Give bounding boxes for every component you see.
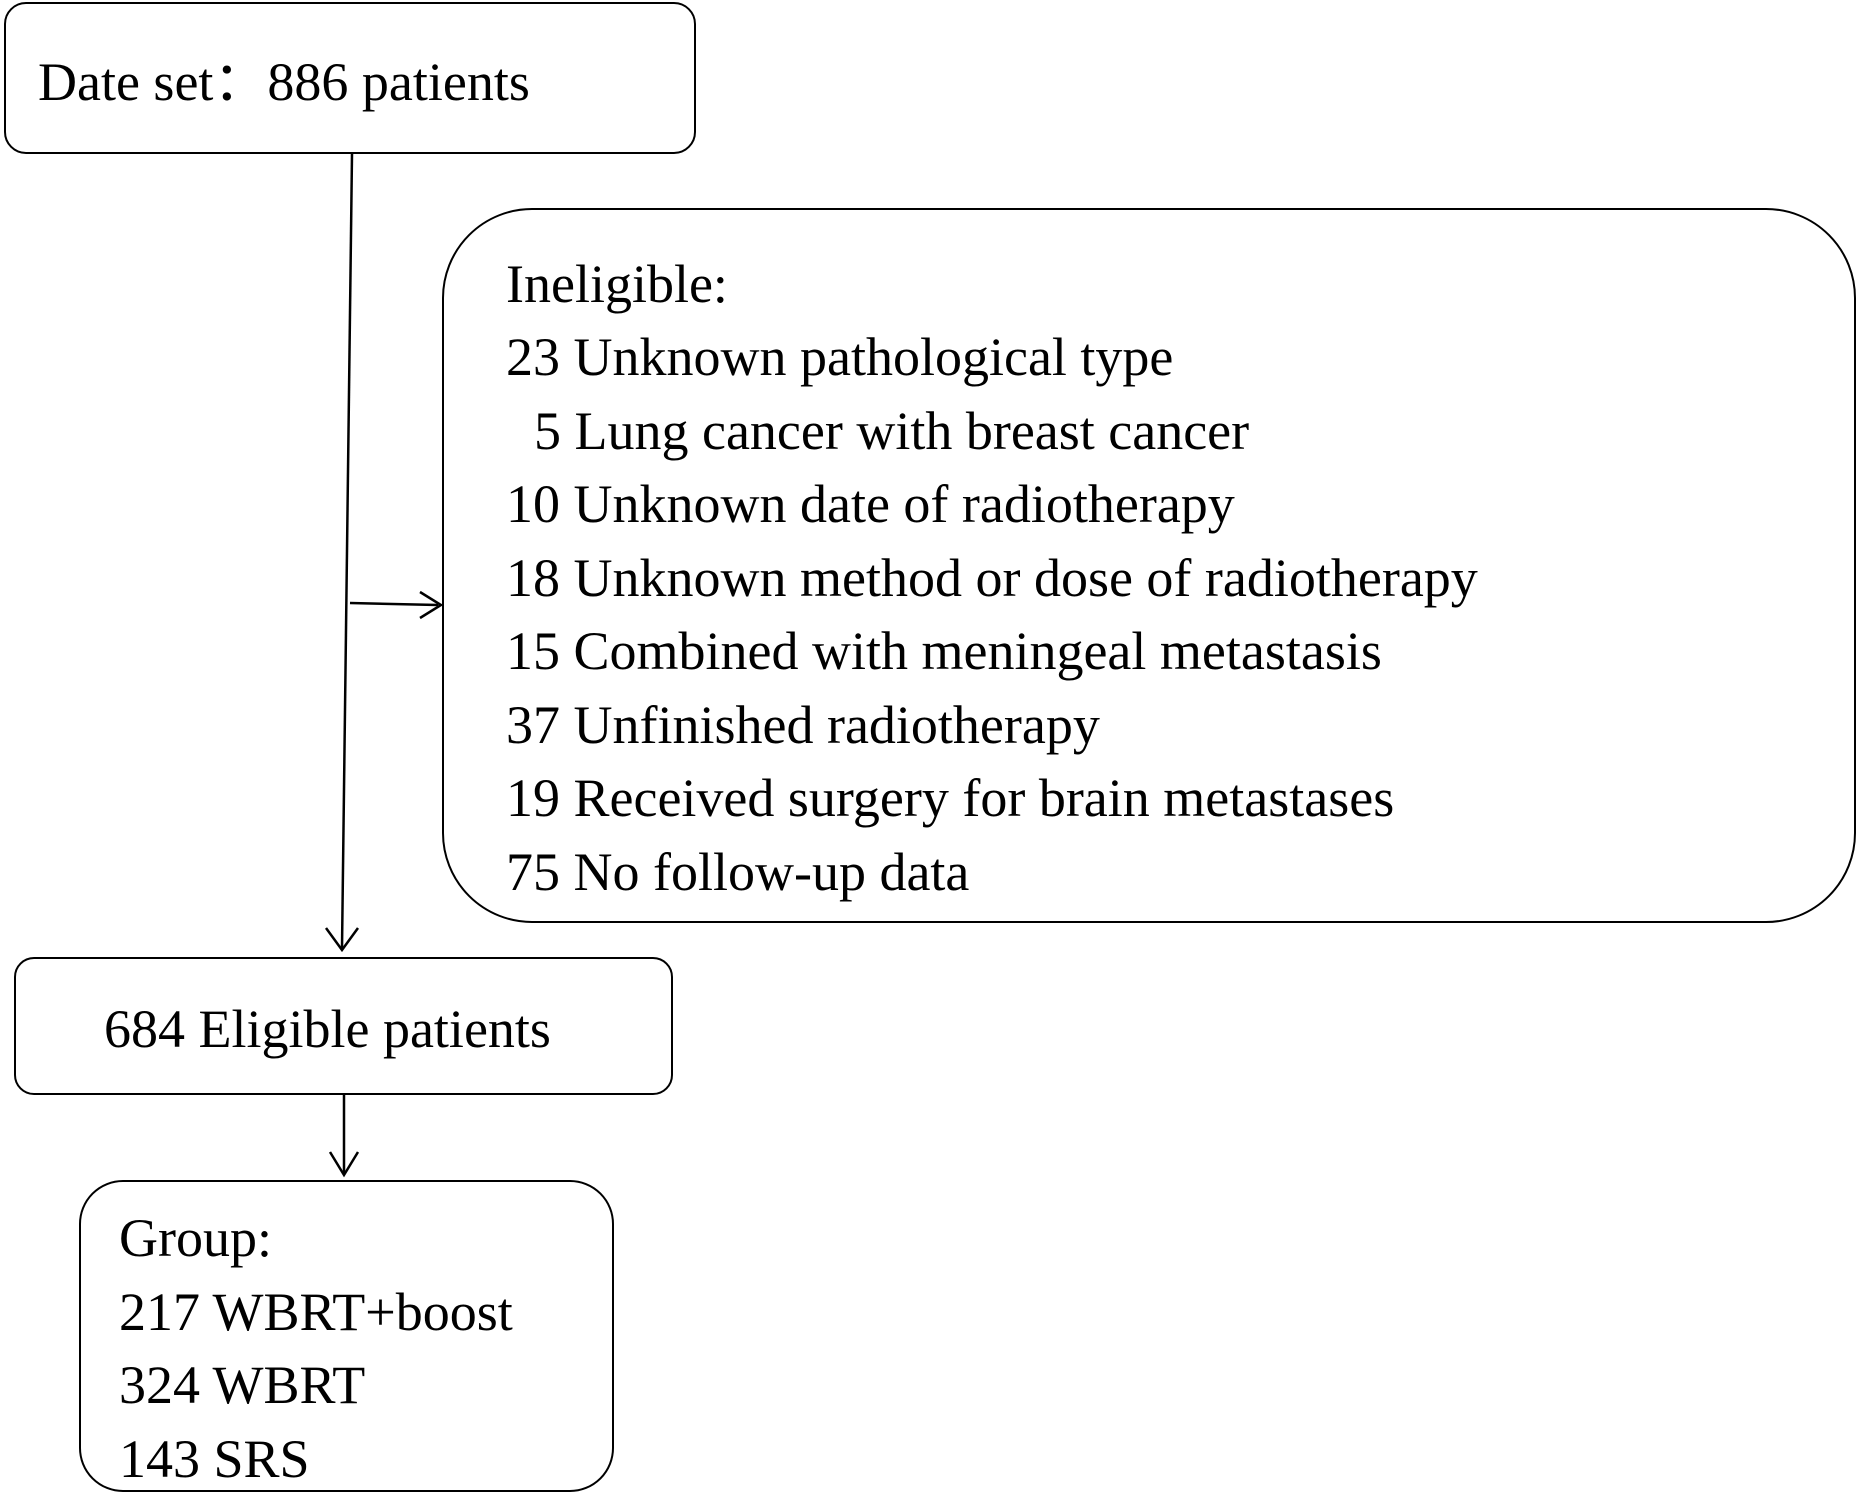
group-item: 143 SRS xyxy=(119,1423,612,1496)
ineligible-item: 5 Lung cancer with breast cancer xyxy=(506,395,1478,469)
ineligible-item: 19 Received surgery for brain metastases xyxy=(506,762,1478,836)
group-count: 143 xyxy=(119,1429,200,1489)
ineligible-reason: No follow-up data xyxy=(574,842,970,902)
eligible-label: 684 Eligible patients xyxy=(104,999,671,1059)
ineligible-item: 37 Unfinished radiotherapy xyxy=(506,689,1478,763)
group-count: 324 xyxy=(119,1355,200,1415)
group-name: WBRT xyxy=(213,1355,366,1415)
ineligible-item: 10 Unknown date of radiotherapy xyxy=(506,468,1478,542)
ineligible-reason: Combined with meningeal metastasis xyxy=(574,621,1382,681)
ineligible-reason: Unknown method or dose of radiotherapy xyxy=(574,548,1478,608)
ineligible-item: 18 Unknown method or dose of radiotherap… xyxy=(506,542,1478,616)
ineligible-title: Ineligible: xyxy=(506,248,728,322)
eligible-box: 684 Eligible patients xyxy=(14,957,673,1095)
ineligible-count: 19 xyxy=(506,768,560,828)
ineligible-count: 15 xyxy=(506,621,560,681)
group-count: 217 xyxy=(119,1282,200,1342)
ineligible-reason: Unfinished radiotherapy xyxy=(574,695,1100,755)
dataset-label: Date set：886 patients xyxy=(38,52,694,112)
ineligible-count: 23 xyxy=(506,327,560,387)
ineligible-item: 15 Combined with meningeal metastasis xyxy=(506,615,1478,689)
ineligible-count: 5 xyxy=(534,401,561,461)
group-name: SRS xyxy=(214,1429,310,1489)
ineligible-reason: Unknown date of radiotherapy xyxy=(574,474,1235,534)
ineligible-reason: Lung cancer with breast cancer xyxy=(575,401,1250,461)
ineligible-list: 23 Unknown pathological type 5 Lung canc… xyxy=(506,321,1478,909)
ineligible-count: 37 xyxy=(506,695,560,755)
ineligible-count: 18 xyxy=(506,548,560,608)
group-title: Group: xyxy=(119,1202,612,1276)
connector-dataset-to-eligible xyxy=(342,154,352,948)
ineligible-reason: Unknown pathological type xyxy=(574,327,1174,387)
ineligible-count: 10 xyxy=(506,474,560,534)
connector-to-ineligible xyxy=(350,603,438,605)
ineligible-item: 75 No follow-up data xyxy=(506,836,1478,910)
group-box: Group: 217 WBRT+boost 324 WBRT 143 SRS xyxy=(79,1180,614,1492)
ineligible-item: 23 Unknown pathological type xyxy=(506,321,1478,395)
dataset-box: Date set：886 patients xyxy=(4,2,696,154)
ineligible-reason: Received surgery for brain metastases xyxy=(574,768,1395,828)
ineligible-count: 75 xyxy=(506,842,560,902)
group-name: WBRT+boost xyxy=(213,1282,513,1342)
group-item: 324 WBRT xyxy=(119,1349,612,1423)
group-item: 217 WBRT+boost xyxy=(119,1276,612,1350)
ineligible-box: Ineligible: 23 Unknown pathological type… xyxy=(442,208,1856,923)
